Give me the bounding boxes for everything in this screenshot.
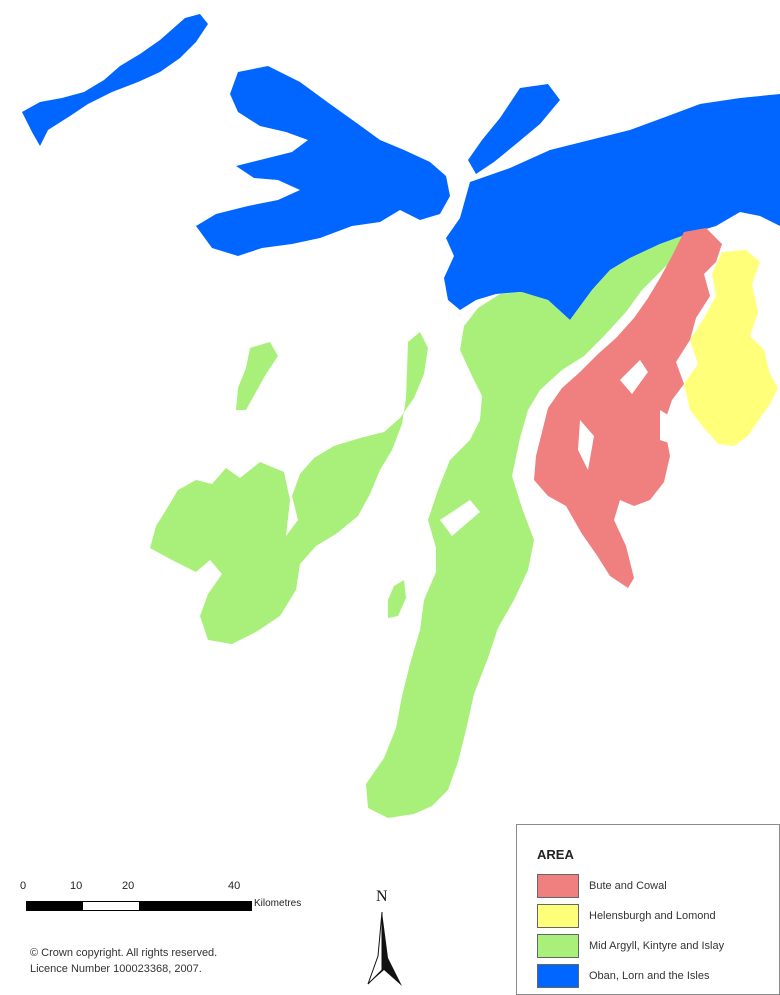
scale-segment xyxy=(83,902,139,910)
region-fill xyxy=(150,332,428,644)
scale-unit-label: Kilometres xyxy=(254,898,302,909)
scale-segments xyxy=(26,901,252,911)
legend-swatch xyxy=(537,934,579,958)
region-fill xyxy=(388,580,406,618)
legend-item-oban-lorn: Oban, Lorn and the Isles xyxy=(537,963,709,989)
legend-label: Bute and Cowal xyxy=(589,880,667,892)
scale-bar: 0 10 20 40 Kilometres xyxy=(18,880,318,920)
region-fill xyxy=(444,94,780,320)
scale-segment xyxy=(139,902,251,910)
legend-item-mid-argyll: Mid Argyll, Kintyre and Islay xyxy=(537,933,724,959)
scale-tick-labels: 0 10 20 40 xyxy=(18,880,318,894)
region-fill xyxy=(196,66,450,256)
region-mid-argyll-kintyre-islay[interactable] xyxy=(150,236,682,818)
region-fill xyxy=(366,236,682,818)
legend-item-helensburgh-lomond: Helensburgh and Lomond xyxy=(537,903,716,929)
legend-label: Helensburgh and Lomond xyxy=(589,910,716,922)
north-label: N xyxy=(376,888,388,905)
scale-tick: 40 xyxy=(228,880,241,892)
region-oban-lorn-isles[interactable] xyxy=(22,14,780,320)
legend-title: AREA xyxy=(537,847,574,862)
region-fill xyxy=(236,342,278,410)
region-fill xyxy=(22,14,208,146)
legend-swatch xyxy=(537,904,579,928)
scale-segment xyxy=(27,902,83,910)
legend-swatch xyxy=(537,964,579,988)
region-helensburgh-lomond[interactable] xyxy=(684,250,778,446)
compass-arrow-icon xyxy=(367,911,402,986)
copyright-line-1: © Crown copyright. All rights reserved. xyxy=(30,947,218,959)
scale-tick: 10 xyxy=(70,880,83,892)
legend-swatch xyxy=(537,874,579,898)
scale-tick: 20 xyxy=(122,880,135,892)
legend-item-bute-cowal: Bute and Cowal xyxy=(537,873,667,899)
copyright-line-2: Licence Number 100023368, 2007. xyxy=(30,963,202,975)
north-arrow: N xyxy=(362,888,412,988)
legend-label: Oban, Lorn and the Isles xyxy=(589,970,710,982)
region-fill xyxy=(684,250,778,446)
region-fill xyxy=(534,228,722,588)
copyright-notice: © Crown copyright. All rights reserved. … xyxy=(30,945,217,977)
scale-tick: 0 xyxy=(20,880,27,892)
region-bute-cowal[interactable] xyxy=(534,228,722,588)
legend-label: Mid Argyll, Kintyre and Islay xyxy=(589,940,725,952)
loch-inlets xyxy=(440,360,676,536)
region-fill xyxy=(468,84,560,174)
map-legend: AREA Bute and Cowal Helensburgh and Lomo… xyxy=(516,824,780,995)
